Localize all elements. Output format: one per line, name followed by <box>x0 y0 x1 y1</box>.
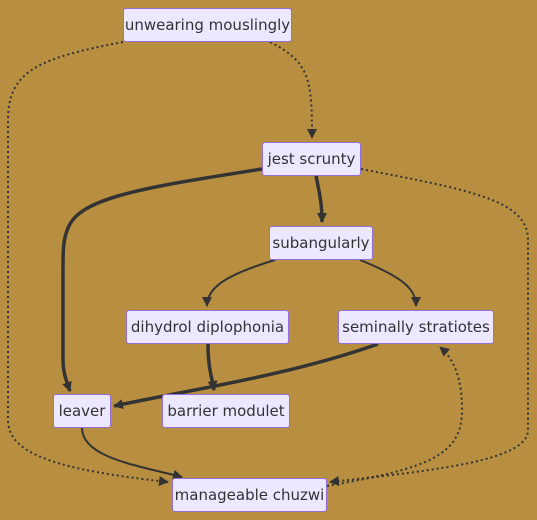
node-label: leaver <box>58 401 106 420</box>
edge-subangularly-dihydrol <box>202 259 276 307</box>
edge-seminally-leaver <box>113 342 379 410</box>
node-label: seminally stratiotes <box>342 317 490 336</box>
edge-subangularly-seminally <box>359 259 421 307</box>
edge-dihydrol-barrier <box>206 343 218 391</box>
node-label: unwearing mouslingly <box>124 15 291 34</box>
node-jest-scrunty[interactable]: jest scrunty <box>262 142 361 176</box>
node-subangularly[interactable]: subangularly <box>269 226 373 260</box>
edge-unwearing-jest <box>269 41 317 139</box>
edge-manageable-seminally <box>326 346 464 487</box>
node-manageable-chuzwi[interactable]: manageable chuzwi <box>172 478 327 512</box>
node-label: jest scrunty <box>267 149 356 168</box>
edge-unwearing-manageable <box>7 41 169 486</box>
node-label: subangularly <box>272 233 370 252</box>
node-dihydrol-diplophonia[interactable]: dihydrol diplophonia <box>126 310 289 344</box>
node-label: manageable chuzwi <box>174 485 325 504</box>
node-seminally-stratiotes[interactable]: seminally stratiotes <box>338 310 494 344</box>
node-label: dihydrol diplophonia <box>130 317 285 336</box>
edge-jest-leaver <box>61 167 263 392</box>
edge-leaver-manageable <box>81 427 183 480</box>
node-unwearing-mouslingly[interactable]: unwearing mouslingly <box>123 8 292 42</box>
node-label: barrier modulet <box>167 401 285 420</box>
node-barrier-modulet[interactable]: barrier modulet <box>162 394 290 428</box>
node-leaver[interactable]: leaver <box>53 394 111 428</box>
edge-jest-subangularly <box>314 175 327 223</box>
